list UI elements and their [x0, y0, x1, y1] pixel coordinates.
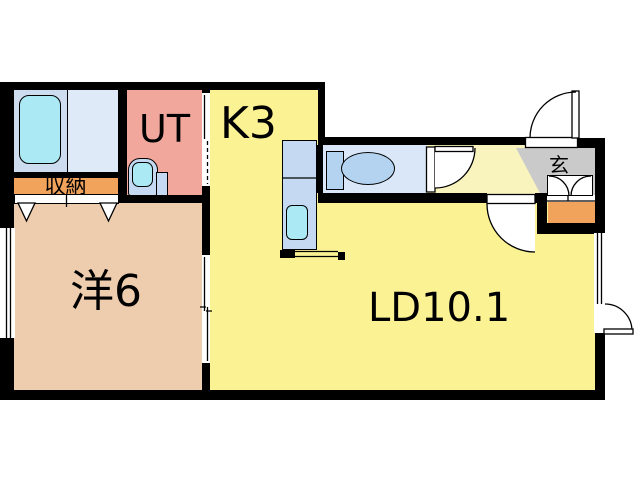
- window-right-opening: [594, 233, 605, 304]
- wall-bath-ut: [118, 82, 127, 203]
- shoe-cabinet: [547, 175, 593, 196]
- kitchen-room-label: K3: [220, 98, 277, 149]
- wall-center-bottom: [202, 363, 210, 390]
- wall-top-left: [0, 82, 325, 90]
- wall-center-mid: [202, 186, 210, 255]
- wall-top-right: [578, 138, 605, 148]
- wall-right-upper: [595, 140, 605, 233]
- washbasin-bowl: [132, 162, 153, 187]
- wall-under-bath: [14, 172, 118, 178]
- wall-track-post: [338, 252, 345, 260]
- entrance-door-arc: [529, 91, 577, 139]
- balcony-door-opening: [594, 304, 605, 333]
- counter-sink: [286, 205, 308, 240]
- wall-under-toilet: [318, 193, 487, 203]
- utility-room-label: UT: [139, 107, 191, 151]
- wall-top-middle: [322, 137, 527, 145]
- wall-ut-k3-top: [202, 82, 210, 93]
- storage-closet: [13, 178, 118, 195]
- washbasin-step: [156, 172, 168, 196]
- wall-step-vertical: [318, 82, 325, 145]
- wall-bottom: [0, 390, 605, 400]
- balcony-door-arc: [604, 303, 633, 332]
- wall-under-ut: [118, 195, 210, 203]
- western-room: [14, 203, 202, 390]
- toilet-bowl: [341, 152, 395, 185]
- washing-area: [67, 90, 118, 172]
- entrance-door-leaf: [571, 90, 580, 139]
- sliding-door-ut-kitchen: [202, 93, 210, 186]
- entrance-step-band: [540, 195, 595, 202]
- wall-left-upper: [0, 82, 14, 228]
- window-left-opening: [3, 228, 15, 338]
- entrance-label: 玄: [549, 153, 569, 177]
- entrance-step-box: [548, 202, 595, 223]
- wall-toilet-left: [317, 145, 323, 193]
- bathtub: [19, 95, 61, 164]
- living-room-label: LD10.1: [368, 285, 511, 331]
- wall-left-lower: [0, 338, 14, 400]
- western-room-label: 洋6: [70, 266, 142, 317]
- wall-right-lower: [595, 333, 605, 398]
- wall-counter-stub: [280, 250, 295, 258]
- balcony-door-leaf: [603, 328, 634, 335]
- sliding-door-western-living: [202, 255, 210, 363]
- wall-entrance-bottom: [547, 223, 605, 234]
- closet-label: 収納: [44, 174, 87, 198]
- wall-entrance-left: [537, 195, 547, 234]
